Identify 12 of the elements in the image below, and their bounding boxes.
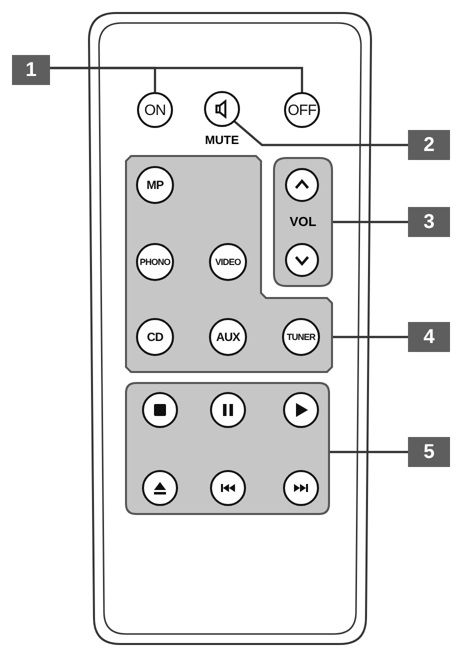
panel-label: VOL xyxy=(288,214,318,229)
callout-number: 2 xyxy=(408,130,450,160)
callout-number: 4 xyxy=(408,322,450,352)
leader-line xyxy=(333,220,408,224)
callout-number: 1 xyxy=(12,55,50,85)
leader-line xyxy=(333,336,408,338)
button-label: MUTE xyxy=(204,133,240,147)
leader-line xyxy=(50,66,304,92)
callout-number: 5 xyxy=(408,437,450,467)
leader-line xyxy=(233,120,408,146)
callout-number: 3 xyxy=(408,207,450,237)
leader-line xyxy=(330,450,408,454)
